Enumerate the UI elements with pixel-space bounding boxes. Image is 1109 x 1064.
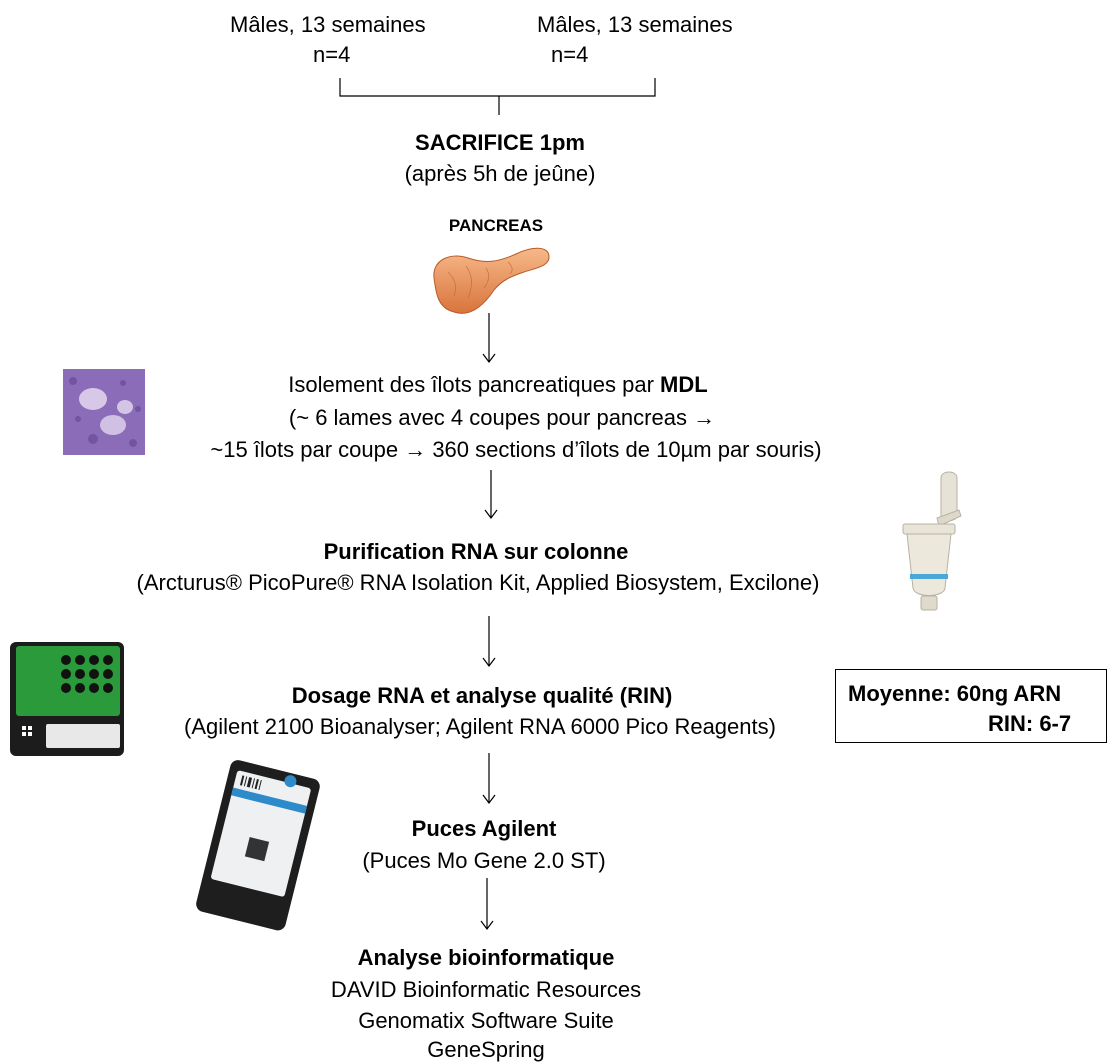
spin-column-tube-image [902,471,962,611]
group-2-label: Mâles, 13 semaines [537,12,733,37]
arrow-to-purification-icon [484,470,498,519]
arrow-to-isolation-icon [482,313,496,363]
isolation-detail-1: (~ 6 lames avec 4 coupes pour pancreas → [288,405,716,430]
arrow-to-dosage-icon [482,616,496,667]
analysis-tool-genomatix: Genomatix Software Suite [358,1008,614,1033]
isolation-detail-2: ~15 îlots par coupe → 360 sections d’îlo… [210,437,822,462]
group-bracket [339,78,656,97]
isolation-method: MDL [660,372,708,397]
arrow-to-analysis-icon [480,878,494,930]
isolation-title-text: Isolement des îlots pancreatiques par [288,372,661,397]
group-1-count: n=4 [313,42,351,67]
arrow-to-chips-icon [482,753,496,804]
pancreas-icon [433,247,550,314]
sacrifice-title: SACRIFICE 1pm [415,130,585,155]
dosage-detail: (Agilent 2100 Bioanalyser; Agilent RNA 6… [184,714,776,739]
islet-histology-image [63,369,145,455]
dosage-title: Dosage RNA et analyse qualité (RIN) [291,683,673,708]
chips-title: Puces Agilent [411,816,557,841]
sacrifice-note: (après 5h de jeûne) [404,161,596,186]
analysis-title: Analyse bioinformatique [357,945,615,970]
results-rin: RIN: 6-7 [988,711,1072,736]
purification-detail: (Arcturus® PicoPure® RNA Isolation Kit, … [136,570,820,595]
rna-labchip-image [10,642,124,756]
analysis-tool-david: DAVID Bioinformatic Resources [330,977,642,1002]
purification-title: Purification RNA sur colonne [323,539,629,564]
isolation-title: Isolement des îlots pancreatiques par MD… [288,372,707,398]
results-box: Moyenne: 60ng ARN RIN: 6-7 [835,669,1107,743]
gene-array-cartridge-image [196,760,320,931]
analysis-tool-genespring: GeneSpring [427,1037,545,1062]
results-mean: Moyenne: 60ng ARN [848,681,1062,706]
organ-label: PANCREAS [448,216,544,235]
group-1-label: Mâles, 13 semaines [230,12,426,37]
group-2-count: n=4 [551,42,589,67]
chips-detail: (Puces Mo Gene 2.0 ST) [362,848,606,873]
